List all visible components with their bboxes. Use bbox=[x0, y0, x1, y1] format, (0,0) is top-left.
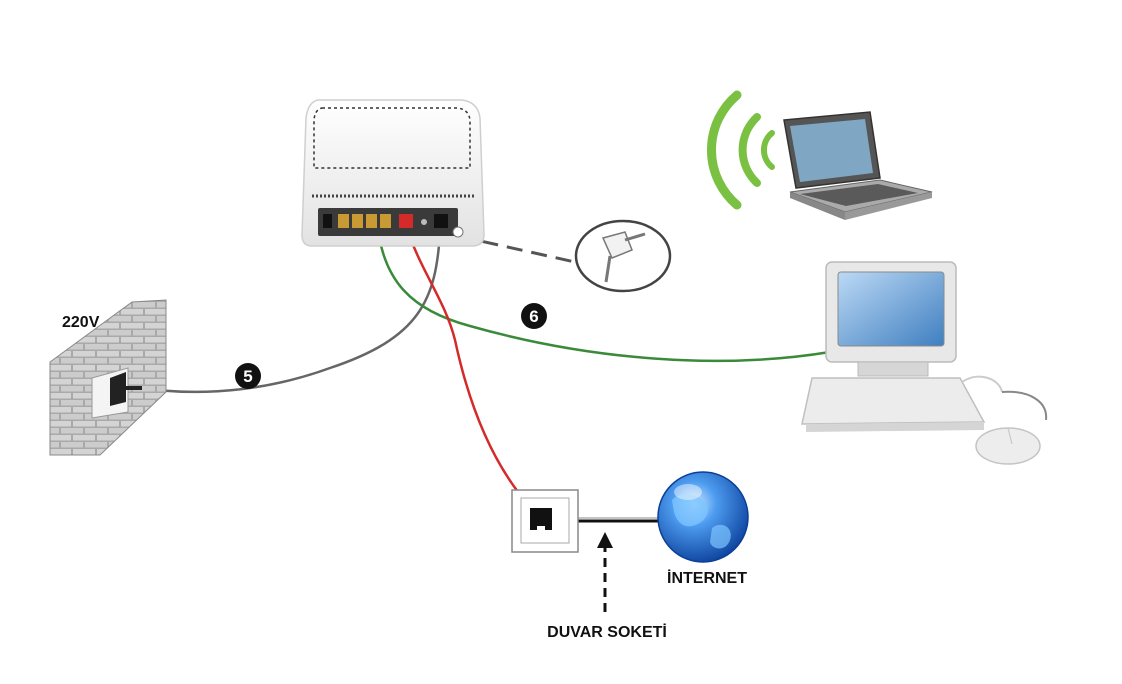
globe-icon bbox=[657, 471, 749, 563]
power-adapter-icon bbox=[574, 219, 672, 293]
step-badge-lan: 6 bbox=[521, 303, 547, 329]
internet-label: İNTERNET bbox=[667, 569, 747, 587]
svg-text:5: 5 bbox=[243, 367, 252, 386]
laptop-icon bbox=[783, 111, 933, 220]
dsl-cable bbox=[405, 227, 536, 513]
router-icon bbox=[301, 99, 485, 247]
power-voltage-label: 220V bbox=[62, 314, 100, 331]
lan-cable bbox=[376, 229, 831, 363]
power-cable bbox=[139, 231, 442, 394]
wall-socket-pointer-arrow bbox=[597, 532, 613, 612]
cables bbox=[139, 227, 831, 523]
svg-text:6: 6 bbox=[529, 307, 538, 326]
desktop-computer-icon bbox=[801, 261, 1048, 465]
wall-outlet-icon bbox=[49, 299, 167, 456]
wifi-waves-icon bbox=[706, 90, 775, 210]
phone-socket-icon bbox=[511, 489, 579, 553]
step-badge-power: 5 bbox=[235, 363, 261, 389]
adapter-dashed-line bbox=[457, 234, 576, 264]
wall-socket-label: DUVAR SOKETİ bbox=[547, 623, 667, 641]
